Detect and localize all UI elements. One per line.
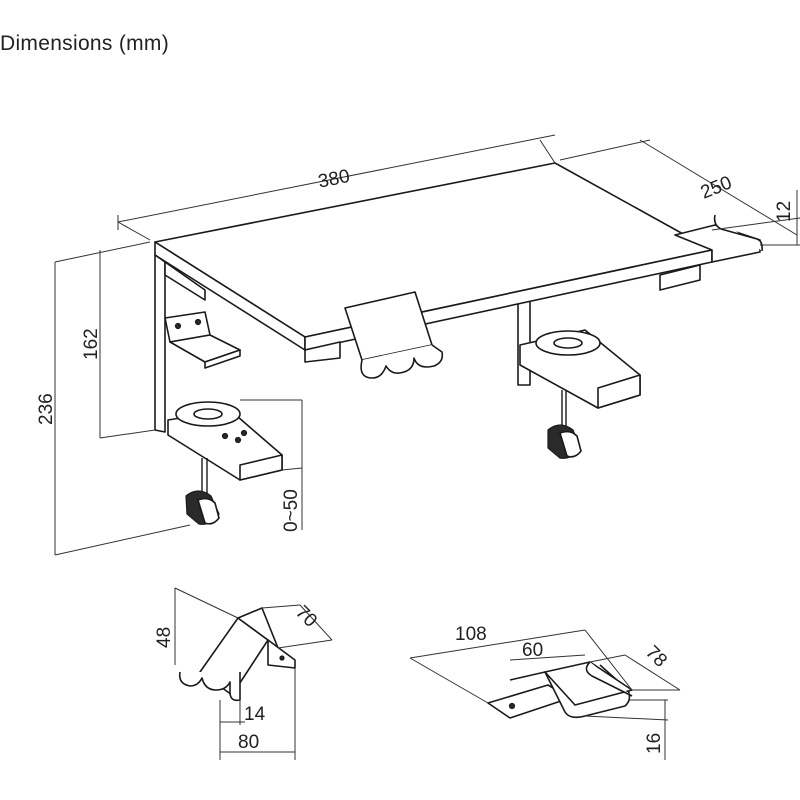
dim-shelf-thickness: 12: [774, 201, 795, 222]
dim-tray-height: 16: [644, 733, 665, 754]
dim-total-height: 236: [36, 393, 57, 425]
dim-shelf-depth: 250: [698, 172, 735, 203]
dim-holder-depth: 70: [291, 602, 321, 632]
dim-shelf-width: 380: [316, 166, 351, 193]
dim-holder-width: 80: [238, 732, 259, 753]
dim-tray-inner: 60: [522, 640, 543, 661]
dim-upper-height: 162: [81, 328, 102, 360]
dim-clamp-range: 0~50: [281, 489, 302, 532]
page-title: Dimensions (mm): [0, 32, 170, 55]
shelf-assembly: [154, 162, 763, 525]
phone-holder-detail: [174, 587, 333, 760]
tray-detail: [409, 629, 681, 760]
right-clamp: [517, 299, 641, 459]
dim-holder-height: 48: [154, 627, 175, 648]
dim-tray-width: 78: [641, 642, 671, 672]
main-dimension-lines: [54, 134, 800, 556]
dim-tray-length: 108: [455, 624, 487, 645]
dim-holder-slot: 14: [244, 704, 266, 725]
left-clamp: [154, 254, 283, 525]
